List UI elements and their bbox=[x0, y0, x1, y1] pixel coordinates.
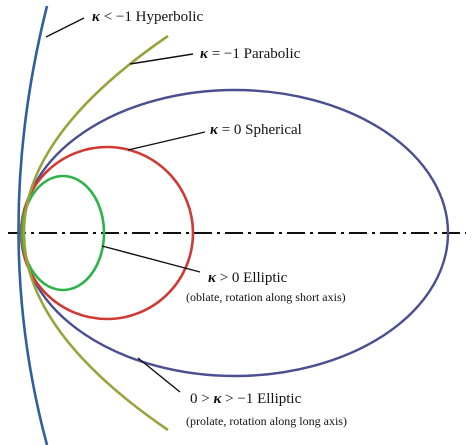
parabolic-curve bbox=[22, 34, 169, 432]
oblate-ellipse-curve bbox=[20, 174, 106, 292]
oblate-leader-line bbox=[101, 245, 201, 273]
hyperbolic-curve bbox=[17, 5, 49, 445]
parabolic-leader-line bbox=[129, 53, 194, 65]
oblate-sublabel: (oblate, rotation along short axis) bbox=[186, 290, 346, 304]
prolate-sublabel: (prolate, rotation along long axis) bbox=[186, 414, 347, 428]
prolate-leader-line bbox=[137, 357, 181, 393]
hyperbolic-label: κ < −1 Hyperbolic bbox=[92, 9, 203, 25]
spherical-leader-line bbox=[127, 131, 206, 151]
parabolic-label: κ = −1 Parabolic bbox=[200, 46, 301, 62]
oblate-label: κ > 0 Elliptic bbox=[208, 270, 288, 286]
spherical-label: κ = 0 Spherical bbox=[210, 122, 302, 138]
hyperbolic-leader-line bbox=[45, 17, 85, 38]
prolate-label: 0 > κ > −1 Elliptic bbox=[190, 391, 302, 407]
